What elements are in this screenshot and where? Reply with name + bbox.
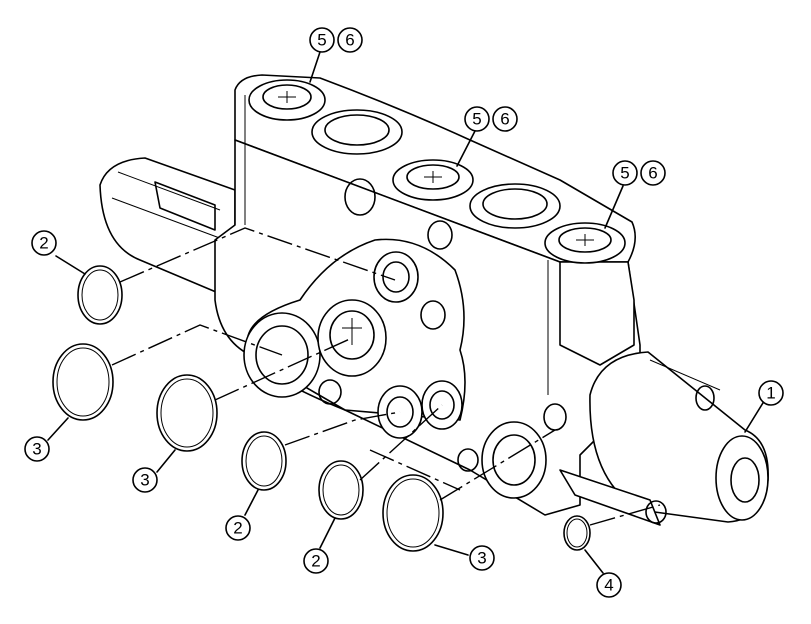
top-port-4: [469, 183, 561, 229]
callout-2-bottom-mid: 2: [303, 548, 329, 574]
callout-2-bottom-left: 2: [225, 515, 251, 541]
valve-body: [214, 74, 641, 516]
svg-text:5: 5: [472, 110, 481, 129]
seal-ring-3-left: [52, 343, 114, 421]
svg-text:3: 3: [140, 471, 149, 490]
left-spool-housing: [99, 157, 236, 301]
svg-text:5: 5: [620, 164, 629, 183]
seal-ring-2-bottom-left: [241, 431, 287, 491]
assembly-lines: [111, 227, 661, 526]
screw-rod: [559, 469, 667, 526]
callout-5-6-mid: 5 6: [464, 106, 518, 132]
callout-2-left: 2: [31, 230, 57, 256]
callout-3-bottom: 3: [469, 545, 495, 571]
top-port-1: [248, 79, 326, 121]
svg-text:5: 5: [317, 31, 326, 50]
callout-1: 1: [758, 380, 784, 406]
callout-3-left: 3: [24, 436, 50, 462]
svg-text:3: 3: [477, 549, 486, 568]
callout-5-6-right: 5 6: [612, 160, 666, 186]
svg-text:4: 4: [604, 576, 613, 595]
svg-text:1: 1: [766, 384, 775, 403]
seal-ring-2-left: [77, 265, 123, 325]
right-spool-cap: [589, 351, 769, 523]
svg-text:6: 6: [648, 164, 657, 183]
top-port-2: [311, 109, 403, 155]
svg-text:6: 6: [345, 31, 354, 50]
seal-ring-2-bottom-mid: [318, 460, 364, 520]
svg-text:2: 2: [39, 234, 48, 253]
seal-ring-3-mid: [156, 374, 218, 452]
callout-5-6-top: 5 6: [309, 27, 363, 53]
callout-3-mid: 3: [132, 467, 158, 493]
top-port-3: [392, 159, 474, 201]
leader-lines: [47, 51, 767, 574]
top-port-5: [544, 222, 626, 264]
svg-text:3: 3: [32, 440, 41, 459]
seal-ring-4: [563, 515, 591, 551]
svg-text:6: 6: [500, 110, 509, 129]
seal-ring-3-bottom: [382, 474, 444, 552]
callout-4: 4: [596, 572, 622, 598]
svg-text:2: 2: [311, 552, 320, 571]
svg-text:2: 2: [233, 519, 242, 538]
